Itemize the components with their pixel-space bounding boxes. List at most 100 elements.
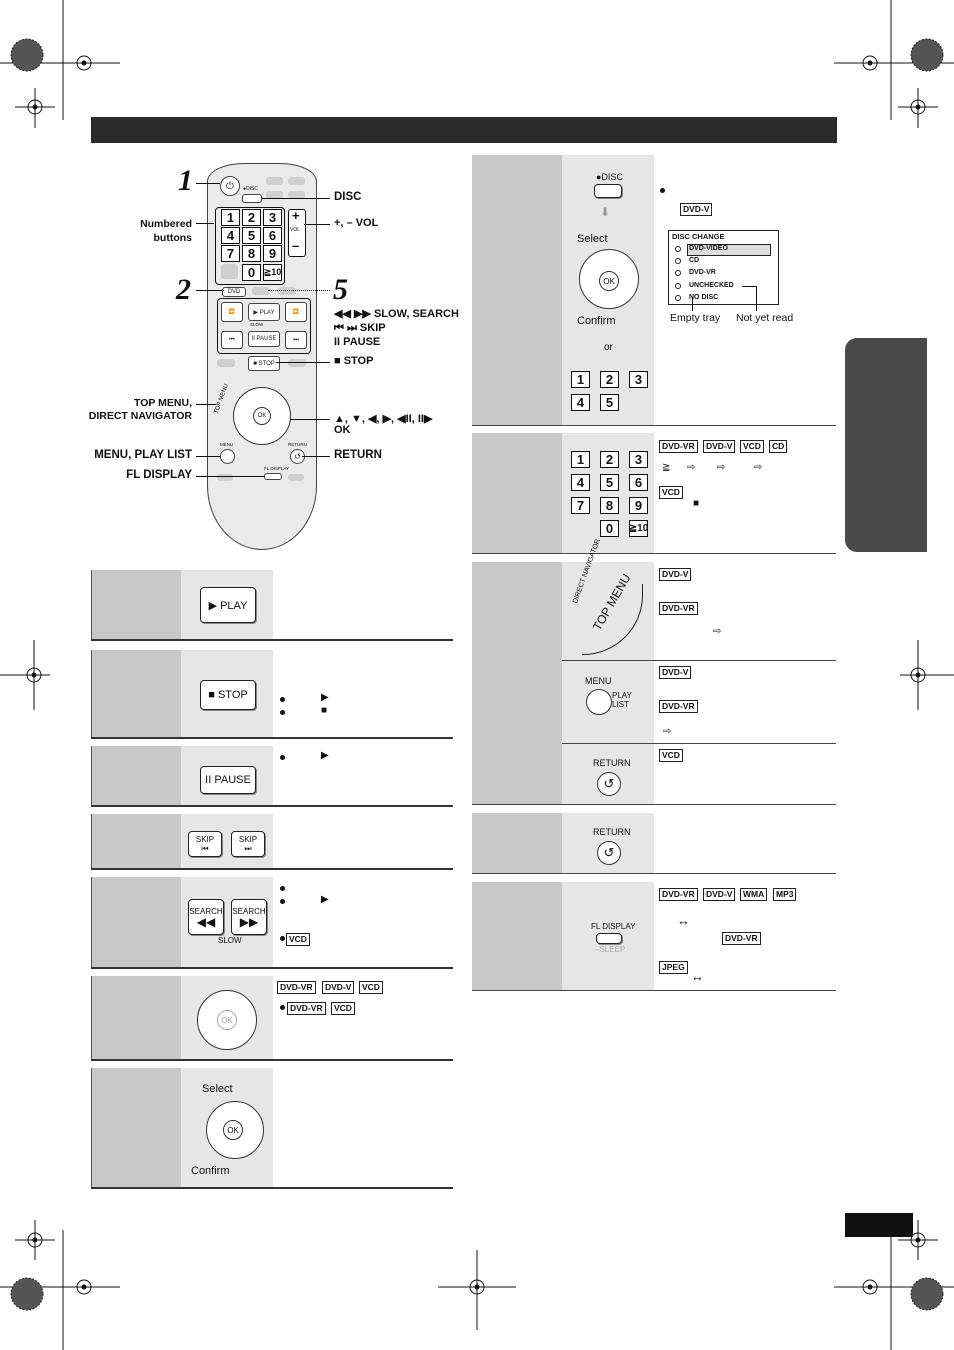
fl-display-text: FL DISPLAY (591, 922, 636, 931)
num-key-10plus[interactable]: ≧10 (263, 264, 282, 281)
remote-grey-button (288, 359, 306, 367)
power-button[interactable]: ⏻ (220, 176, 240, 196)
remote-grey-button (217, 474, 233, 481)
disc-button-caption: ●DISC (596, 172, 623, 182)
num-key-4[interactable]: 4 (221, 227, 240, 244)
row-numbered: 1 2 3 4 5 6 7 8 9 0 ≧10 DVD-VR DVD-V VCD… (472, 433, 836, 554)
callout-line (692, 297, 693, 311)
stop-button-image: ■ STOP (200, 680, 256, 710)
format-tag: DVD-V (703, 440, 736, 453)
leader-line (290, 419, 330, 420)
num-key-5: 5 (600, 474, 619, 491)
skip-back-image: SKIP⏮ (188, 831, 222, 857)
leader-line (196, 223, 214, 224)
num-key-1[interactable]: 1 (221, 209, 240, 226)
row-select: Select OK Confirm (91, 1068, 453, 1189)
num-key-2: 2 (600, 451, 619, 468)
leader-line (304, 224, 330, 225)
dvd-button[interactable]: DVD (222, 287, 246, 297)
format-tag: DVD-VR (287, 1002, 326, 1015)
slow-search-label: ◀◀ ▶▶ SLOW, SEARCH (334, 308, 459, 320)
skip-forward-button[interactable]: ⏭ (285, 331, 307, 349)
num-key-5[interactable]: 5 (242, 227, 261, 244)
numbered-buttons-label: Numbered buttons (140, 218, 192, 244)
arrows-label: ▲, ▼, ◀, ▶, ◀II, II▶ (334, 413, 433, 425)
play-button[interactable]: ▶ PLAY (248, 303, 280, 321)
stop-button[interactable]: ■ STOP (248, 356, 280, 371)
arrow-icon: ⇨ (713, 626, 722, 637)
arrow-icon: ⇨ (754, 462, 763, 473)
format-tag: DVD-VR (659, 602, 698, 615)
num-key-10plus: ≧10 (629, 520, 648, 537)
double-arrow-icon: ↔ (691, 969, 704, 984)
num-key-6[interactable]: 6 (263, 227, 282, 244)
format-tag: CD (769, 440, 788, 453)
numpad-frame (215, 207, 285, 285)
volume-rocker[interactable] (288, 209, 306, 257)
row-frame: OK DVD-VR DVD-V VCD DVD-VR VCD (91, 976, 453, 1061)
search-forward-button[interactable]: ⏩ (285, 302, 307, 322)
select-label: Select (202, 1083, 233, 1095)
num-key-4: 4 (571, 394, 590, 411)
vol-plus-icon: + (292, 208, 300, 223)
disc-change-menu: DISC CHANGE DVD-VIDEO CD DVD-VR UNCHECKE… (668, 230, 779, 305)
leader-line (196, 456, 220, 457)
ok-center-image: OK (599, 271, 619, 291)
num-key-2: 2 (600, 371, 619, 388)
double-arrow-icon: ↔ (677, 913, 690, 928)
num-key-8[interactable]: 8 (242, 245, 261, 262)
skip-back-button[interactable]: ⏮ (221, 331, 243, 349)
search-forward-image: SEARCH▶▶ (231, 899, 267, 935)
format-tag: VCD (331, 1002, 355, 1015)
stop-bullet-2: ■ (321, 705, 328, 716)
vol-label: +, – VOL (334, 217, 379, 229)
num-key-7: 7 (571, 497, 590, 514)
format-tag: DVD-V (322, 981, 355, 994)
leader-line (268, 290, 330, 292)
num-key-5: 5 (600, 394, 619, 411)
disc-button[interactable] (242, 194, 262, 203)
bullet (280, 1005, 285, 1010)
ok-center-image: OK (223, 1120, 243, 1140)
num-key-0: 0 (600, 520, 619, 537)
num-key-2[interactable]: 2 (242, 209, 261, 226)
format-tag: DVD-V (659, 666, 692, 679)
num-key-9: 9 (629, 497, 648, 514)
page-number-badge (845, 1213, 913, 1237)
format-tag: JPEG (659, 961, 688, 974)
vol-label: VOL (290, 227, 301, 233)
bullet (280, 755, 285, 760)
num-key-3: 3 (629, 371, 648, 388)
side-tab (845, 338, 927, 552)
num-key-3[interactable]: 3 (263, 209, 282, 226)
row-pause: II PAUSE ▶ (91, 746, 453, 807)
format-tag: VCD (659, 486, 683, 499)
num-key-9[interactable]: 9 (263, 245, 282, 262)
format-tag: DVD-VR (659, 440, 698, 453)
menu-button[interactable] (220, 449, 235, 464)
row-search: SEARCH◀◀ SEARCH▶▶ SLOW ▶ VCD (91, 877, 453, 969)
or-label: or (604, 342, 613, 353)
remote-grey-button (217, 359, 235, 367)
num-key-0[interactable]: 0 (242, 264, 261, 281)
format-tag: DVD-VR (659, 700, 698, 713)
stop-symbol: ■ (693, 498, 700, 509)
remote-top-menu-label: TOP MENU (213, 383, 230, 415)
format-tag: VCD (359, 981, 383, 994)
menu-play-list-label: MENU, PLAY LIST (94, 449, 192, 461)
play-list-text: PLAY LIST (612, 691, 632, 709)
bullet (280, 886, 285, 891)
ok-label: OK (334, 424, 351, 436)
remote-grey-button (288, 474, 304, 481)
fl-display-button[interactable] (264, 473, 282, 480)
skip-label: ⏮ ⏭ SKIP (334, 322, 386, 334)
fl-display-label: FL DISPLAY (126, 469, 192, 481)
remote-disc-label: ●DISC (243, 186, 258, 192)
search-back-button[interactable]: ⏪ (221, 302, 243, 322)
num-key-7[interactable]: 7 (221, 245, 240, 262)
slow-caption: SLOW (218, 936, 242, 945)
return-button-image: ↺ (597, 841, 621, 865)
pause-button[interactable]: II PAUSE (248, 331, 280, 347)
ok-button[interactable]: OK (253, 407, 271, 425)
leader-line (276, 362, 330, 363)
